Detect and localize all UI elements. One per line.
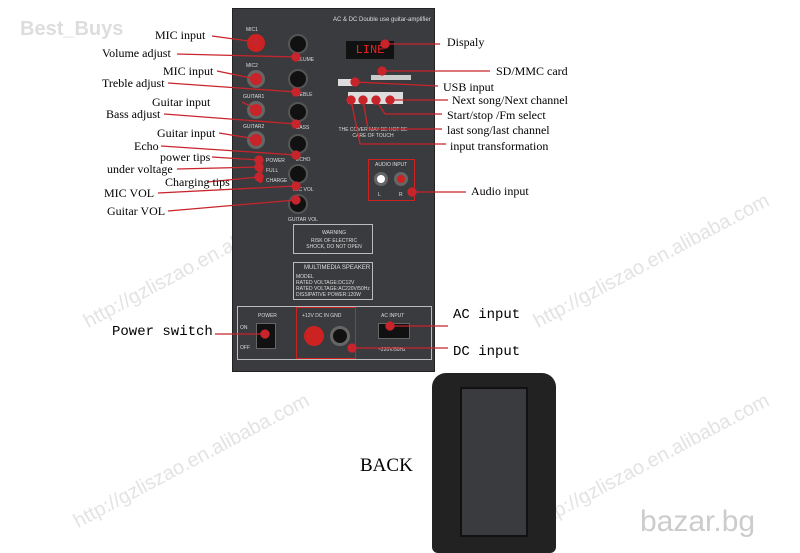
guitar2-jack[interactable] [247,131,265,149]
label-start-stop: Start/stop /Fm select [447,108,546,122]
label-usb-input: USB input [443,80,495,94]
mic2-jack[interactable] [247,70,265,88]
label-under-voltage: under voltage [107,162,173,176]
label-bass-adjust: Bass adjust [106,107,161,121]
label-mic-vol: MIC VOL [104,186,155,200]
speaker-back-photo [432,373,556,553]
spec-line: MODEL [296,274,314,280]
label-next-song: Next song/Next channel [452,93,568,107]
heat-warning: THE COVER MAY BE HOT BE CARE OF TOUCH [338,127,408,139]
dc-title: +12V DC IN GND [302,313,342,319]
ac-title: AC INPUT [381,313,405,319]
guitar1-jack[interactable] [247,101,265,119]
label-last-song: last song/last channel [447,123,550,137]
treble-knob[interactable] [288,69,308,89]
led-display: LINE [346,41,394,59]
usb-port[interactable] [338,79,354,86]
jack-label: MIC2 [246,63,258,69]
jack-label: GUITAR2 [243,124,265,130]
ac-rating: ~220V/50Hz [378,347,406,353]
label-input-transformation: input transformation [450,139,549,153]
label-ac-input: AC input [453,307,521,323]
charge-led [258,178,263,183]
player-buttons [348,92,403,104]
watermark-best-buys: Best_Buys [20,18,124,40]
dc-plus-terminal[interactable] [304,326,324,346]
knob-label: BASS [296,125,310,131]
spec-label: MULTIMEDIA SPEAKER MODEL RATED VOLTAGE:D… [293,262,373,300]
power-section: POWER ON OFF +12V DC IN GND AC INPUT ~22… [237,306,432,360]
rca-right-jack[interactable] [394,172,408,186]
ac-socket[interactable] [378,323,410,339]
guitar-vol-knob[interactable] [288,194,308,214]
label-audio-input: Audio input [471,184,529,198]
label-echo: Echo [134,139,159,153]
panel-title: AC & DC Double use guitar-amplifier [333,17,431,23]
power-led [258,158,263,163]
spec-line: DISSIPATIVE POWER:120W [296,292,361,298]
full-led [258,168,263,173]
bass-knob[interactable] [288,102,308,122]
label-back: BACK [360,455,413,476]
label-guitar-input-2: Guitar input [157,126,216,140]
jack-label: MIC1 [246,27,258,33]
label-charging-tips: Charging tips [165,175,230,189]
spec-line: RATED VOLTAGE:AC220V/50Hz [296,286,370,292]
dc-gnd-terminal[interactable] [330,326,350,346]
warning-text: RISK OF ELECTRIC SHOCK, DO NOT OPEN [306,238,362,250]
knob-label: VOLUME [293,57,315,63]
spec-line: RATED VOLTAGE:DC12V [296,280,355,286]
audio-input-title: AUDIO INPUT [375,162,408,168]
mic1-jack[interactable] [247,34,265,52]
label-dc-input: DC input [453,344,521,360]
power-title: POWER [258,313,277,319]
knob-label: GUITAR VOL [288,217,318,223]
power-switch[interactable] [256,323,276,349]
audio-input-box: AUDIO INPUT L R [368,159,415,201]
mic-vol-knob[interactable] [288,164,308,184]
echo-knob[interactable] [288,134,308,154]
label-volume-adjust: Volume adjust [102,46,171,60]
amplifier-panel: AC & DC Double use guitar-amplifier MIC1… [232,8,435,372]
knob-label: MIC VOL [293,187,314,193]
knob-label: TREBLE [293,92,313,98]
sd-card-slot[interactable] [371,75,411,80]
right-label: R [399,192,403,198]
speaker-panel [460,387,528,537]
dc-input-box: +12V DC IN GND [296,307,356,359]
off-label: OFF [240,345,250,351]
warning-title: WARNING [322,230,346,236]
watermark-site: http://gzliszao.en.alibaba.com [530,189,774,333]
jack-label: GUITAR1 [243,94,265,100]
led-label: FULL [266,168,279,174]
left-label: L [378,192,381,198]
label-mic-input-2: MIC input [163,64,214,78]
volume-knob[interactable] [288,34,308,54]
label-treble-adjust: Treble adjust [102,76,165,90]
label-guitar-vol: Guitar VOL [107,204,166,218]
led-label: CHARGE [266,178,288,184]
rca-left-jack[interactable] [374,172,388,186]
label-sd-card: SD/MMC card [496,64,568,78]
label-mic-input-1: MIC input [155,28,206,42]
on-label: ON [240,325,248,331]
label-display: Dispaly [447,35,485,49]
watermark-site: http://gzliszao.en.alibaba.com [70,389,314,533]
label-power-tips: power tips [160,150,211,164]
label-power-switch: Power switch [112,324,213,340]
warning-label: WARNING RISK OF ELECTRIC SHOCK, DO NOT O… [293,224,373,254]
label-guitar-input-1: Guitar input [152,95,211,109]
watermark-bazar: bazar.bg [640,505,756,538]
led-label: POWER [266,158,285,164]
knob-label: ECHO [296,157,311,163]
spec-title: MULTIMEDIA SPEAKER [304,265,371,271]
